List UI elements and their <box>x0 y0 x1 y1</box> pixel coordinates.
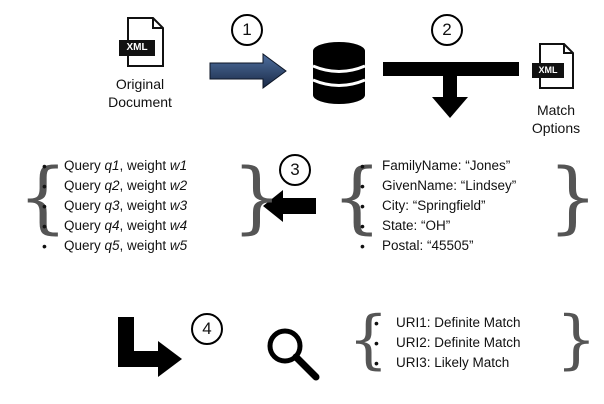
query-variable: q5 <box>104 238 120 253</box>
query-variable: q3 <box>104 198 120 213</box>
step-2-badge: 2 <box>431 14 463 46</box>
field-list: FamilyName: “Jones” GivenName: “Lindsey”… <box>356 156 556 256</box>
fields-close-brace: } <box>548 153 598 243</box>
query-text: , weight <box>119 158 170 173</box>
query-variable: w3 <box>169 198 188 213</box>
step-1-badge: 1 <box>231 14 263 46</box>
list-item: State: “OH” <box>356 216 556 236</box>
queries-close-brace: } <box>232 153 282 243</box>
query-variable: w4 <box>169 218 188 233</box>
list-item: Query q2, weight w2 <box>38 176 238 196</box>
query-variable: q4 <box>104 218 120 233</box>
query-variable: w2 <box>169 178 188 193</box>
arrow-left-icon <box>263 190 316 222</box>
query-text: , weight <box>119 218 170 233</box>
list-item: Query q5, weight w5 <box>38 236 238 256</box>
xml-badge-text: XML <box>126 42 148 53</box>
query-text: Query <box>64 218 105 233</box>
query-variable: w5 <box>169 238 188 253</box>
query-text: Query <box>64 178 105 193</box>
list-item: Postal: “45505” <box>356 236 556 256</box>
results-close-brace: } <box>556 303 597 377</box>
magnifier-icon <box>267 328 320 381</box>
arrow-right-icon <box>209 53 287 89</box>
step-4-badge: 4 <box>191 313 223 345</box>
step-3-badge: 3 <box>279 154 311 186</box>
query-list: Query q1, weight w1Query q2, weight w2Qu… <box>38 156 238 256</box>
query-text: Query <box>64 198 105 213</box>
query-variable: w1 <box>169 158 188 173</box>
original-document-label: Original Document <box>108 76 172 110</box>
query-text: Query <box>64 238 105 253</box>
elbow-arrow-icon <box>118 317 182 377</box>
xml-file-icon <box>532 43 574 89</box>
results-list: URI1: Definite Match URI2: Definite Matc… <box>370 313 560 373</box>
list-item: URI3: Likely Match <box>370 353 560 373</box>
xml-badge-text: XML <box>538 65 558 75</box>
query-variable: q2 <box>104 178 120 193</box>
list-item: FamilyName: “Jones” <box>356 156 556 176</box>
list-item: URI2: Definite Match <box>370 333 560 353</box>
list-item: City: “Springfield” <box>356 196 556 216</box>
list-item: GivenName: “Lindsey” <box>356 176 556 196</box>
list-item: Query q1, weight w1 <box>38 156 238 176</box>
list-item: Query q4, weight w4 <box>38 216 238 236</box>
query-text: , weight <box>119 178 170 193</box>
query-variable: q1 <box>104 158 120 173</box>
query-text: , weight <box>119 238 170 253</box>
query-text: , weight <box>119 198 170 213</box>
list-item: URI1: Definite Match <box>370 313 560 333</box>
tee-arrow-down-icon <box>383 62 519 118</box>
database-icon <box>312 42 366 104</box>
xml-file-icon <box>119 17 164 67</box>
list-item: Query q3, weight w3 <box>38 196 238 216</box>
query-text: Query <box>64 158 105 173</box>
match-options-label: Match Options <box>531 102 581 136</box>
